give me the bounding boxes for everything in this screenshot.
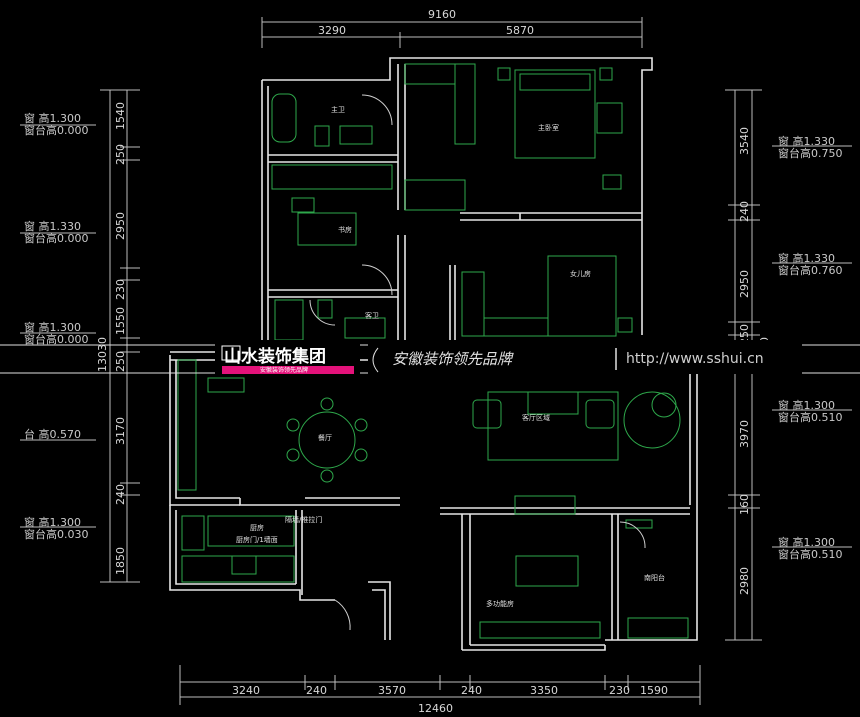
top-left-dimension: 3290 [318,24,346,37]
left-note-4-height: 台 高0.570 [24,427,81,441]
brand-tag-strip [222,366,354,374]
brand-logo-mark [221,345,241,361]
right-dim-5: 3970 [738,420,751,448]
watermark-url-bg [622,340,802,374]
right-note-2-height: 窗 高1.330 [778,251,835,265]
room-label-multi-room: 多功能房 [486,599,514,608]
room-label-living: 客厅区域 [522,413,550,422]
right-window-notes [772,145,852,548]
right-note-3-sill: 窗台高0.510 [778,410,843,424]
left-note-3-sill: 窗台高0.000 [24,332,89,346]
right-note-1-height: 窗 高1.330 [778,134,835,148]
left-dim-4: 230 [114,279,127,300]
right-note-3-height: 窗 高1.300 [778,398,835,412]
top-total-dimension: 9160 [428,8,456,21]
left-note-5-height: 窗 高1.300 [24,515,81,529]
left-window-notes [20,124,96,528]
room-label-daughter-room: 女儿房 [570,269,591,278]
left-dim-8: 240 [114,484,127,505]
left-dim-3: 2950 [114,212,127,240]
bottom-dimension-lines [179,665,701,705]
left-note-1-height: 窗 高1.300 [24,111,81,125]
bottom-segment-6: 230 [609,684,630,697]
furniture [177,63,689,639]
slogan-bracket-icon [372,347,379,373]
left-overall-dimension: 13030 [96,337,109,372]
right-dim-7: 2980 [738,567,751,595]
left-dim-5: 1550 [114,307,127,335]
left-dimension-lines [100,89,140,583]
room-label-balcony: 南阳台 [644,573,665,582]
bottom-segment-3: 3570 [378,684,406,697]
left-dim-2: 250 [114,144,127,165]
top-dimension-lines [261,17,643,48]
right-note-4-height: 窗 高1.300 [778,535,835,549]
left-note-5-sill: 窗台高0.030 [24,527,89,541]
bottom-total-dimension: 12460 [418,702,453,715]
bottom-segment-2: 240 [306,684,327,697]
left-dim-7: 3170 [114,417,127,445]
left-note-1-sill: 窗台高0.000 [24,123,89,137]
right-dim-2: 240 [738,201,751,222]
right-note-4-sill-text: 窗台高0.510 [778,547,843,561]
bottom-segment-7: 1590 [640,684,668,697]
partition-note: 隔墙/推拉门 [285,515,322,524]
brand-tagline: 安徽装饰领先品牌 [260,366,308,374]
room-label-master-bedroom: 主卧室 [538,123,559,132]
top-right-dimension: 5870 [506,24,534,37]
left-dim-1: 1540 [114,102,127,130]
right-dim-3: 2950 [738,270,751,298]
left-dim-6: 250 [114,351,127,372]
room-label-master-bath: 主卫 [331,105,345,114]
door-swings [309,94,646,631]
brand-slogan: 安徽装饰领先品牌 [392,350,514,368]
bottom-segment-5: 3350 [530,684,558,697]
right-note-1-sill: 窗台高0.750 [778,146,843,160]
brand-url: http://www.sshui.cn [626,351,764,367]
kitchen-note: 厨房门/1墙面 [236,535,278,544]
left-note-2-height: 窗 高1.330 [24,219,81,233]
right-dim-1: 3540 [738,127,751,155]
room-label-kitchen: 厨房 [250,523,264,532]
bottom-segment-1: 3240 [232,684,260,697]
room-label-study: 书房 [338,225,352,234]
left-dim-9: 1850 [114,547,127,575]
left-note-3-height: 窗 高1.300 [24,320,81,334]
watermark-slogan-bg [368,340,622,374]
room-label-guest-bath: 客卫 [365,311,379,320]
brand-name: 山水装饰集团 [224,346,326,367]
right-dim-4: 250 [738,324,751,345]
bottom-segment-4: 240 [461,684,482,697]
right-dim-6: 160 [738,494,751,515]
right-note-2-sill: 窗台高0.760 [778,263,843,277]
left-note-2-sill: 窗台高0.000 [24,231,89,245]
room-label-dining: 餐厅 [318,433,332,442]
